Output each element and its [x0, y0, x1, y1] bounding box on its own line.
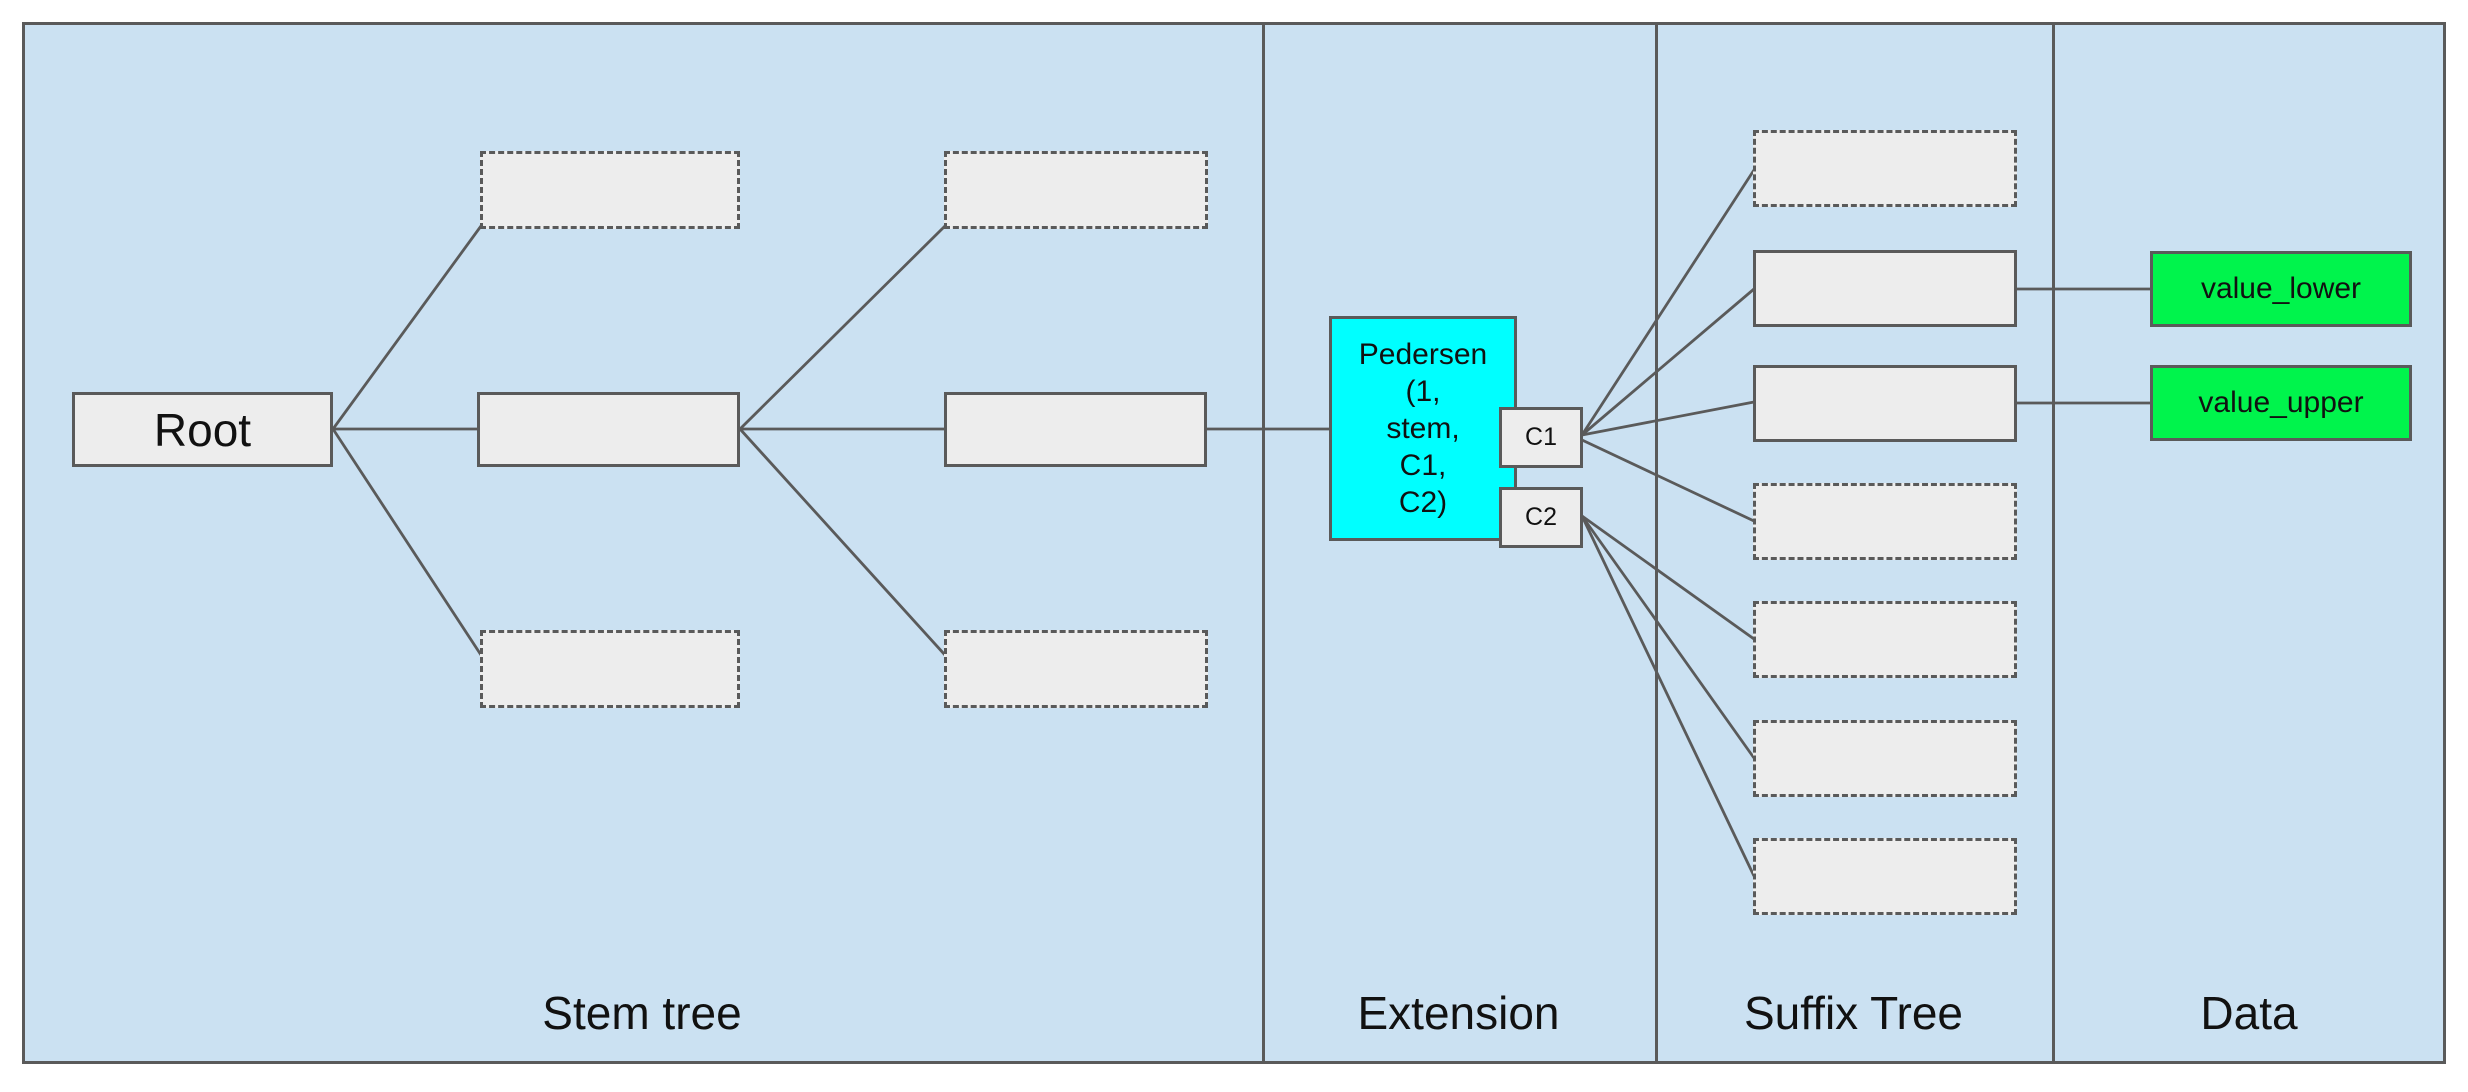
c2-node-label: C2	[1525, 503, 1557, 531]
diagram-panel	[22, 22, 2446, 1064]
suffix-dashed-node-1	[1753, 130, 2017, 207]
divider-extension-suffix	[1655, 25, 1658, 1061]
c1-node-label: C1	[1525, 423, 1557, 451]
connector-stem1-to-dashed-bottom	[738, 428, 947, 656]
suffix-node-3	[1753, 365, 2017, 442]
stem-dashed-node-bottom-right	[944, 630, 1208, 708]
c2-node: C2	[1499, 487, 1583, 548]
stem-dashed-node-top-left	[480, 151, 740, 229]
section-label-data: Data	[2200, 987, 2298, 1039]
c1-node: C1	[1499, 407, 1583, 468]
connector-root-to-stem-dashed-bottom	[331, 428, 483, 656]
pedersen-node-label: Pedersen (1, stem, C1, C2)	[1358, 338, 1488, 519]
suffix-dashed-node-4	[1753, 483, 2017, 560]
connector-root-to-stem-dashed-top	[331, 225, 483, 430]
value-upper-label: value_upper	[2198, 386, 2364, 419]
suffix-dashed-node-7	[1753, 838, 2017, 915]
connector-c2-to-suffix-row5	[1581, 514, 1755, 641]
section-label-suffix-tree: Suffix Tree	[1743, 987, 1964, 1039]
value-lower-label: value_lower	[2200, 272, 2362, 305]
stem-dashed-node-bottom-left	[480, 630, 740, 708]
stem-dashed-node-top-right	[944, 151, 1208, 229]
value-upper-node: value_upper	[2150, 365, 2412, 441]
divider-suffix-data	[2052, 25, 2055, 1061]
root-node: Root	[72, 392, 333, 467]
suffix-dashed-node-6	[1753, 720, 2017, 797]
root-node-label: Root	[153, 403, 252, 456]
suffix-dashed-node-5	[1753, 601, 2017, 678]
connector-c2-to-suffix-row6	[1580, 515, 1756, 759]
connector-c1-to-suffix-row3	[1581, 400, 1755, 437]
stem-node-1	[477, 392, 740, 467]
divider-stem-extension	[1262, 25, 1265, 1061]
value-lower-node: value_lower	[2150, 251, 2412, 327]
connector-c1-to-suffix-row4	[1581, 438, 1755, 523]
section-label-extension: Extension	[1357, 987, 1560, 1039]
connector-c1-to-suffix-row1	[1580, 169, 1756, 436]
connector-c1-to-suffix-row2	[1581, 287, 1755, 437]
pedersen-commitment-node: Pedersen (1, stem, C1, C2)	[1329, 316, 1517, 541]
section-label-stem-tree: Stem tree	[542, 987, 742, 1039]
connector-c2-to-suffix-row7	[1580, 515, 1756, 877]
stem-node-2	[944, 392, 1207, 467]
suffix-node-2	[1753, 250, 2017, 327]
connector-stem1-to-dashed-top	[739, 225, 946, 430]
